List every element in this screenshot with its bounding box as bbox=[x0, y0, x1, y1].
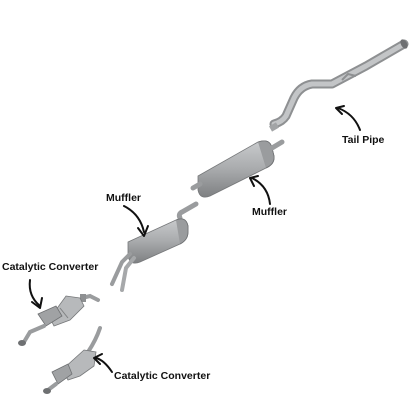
y-pipe-connector bbox=[80, 294, 98, 302]
catalytic-converter-left-part bbox=[18, 296, 84, 346]
muffler-front-part bbox=[112, 204, 196, 290]
muffler-front-label: Muffler bbox=[106, 192, 141, 204]
catalytic-converter-bottom-label: Catalytic Converter bbox=[114, 370, 210, 382]
catalytic-converter-bottom-part bbox=[43, 328, 100, 394]
catalytic-converter-bottom-arrow bbox=[94, 354, 112, 372]
catalytic-converter-left-label: Catalytic Converter bbox=[2, 261, 98, 273]
muffler-rear-arrow bbox=[250, 176, 270, 204]
catalytic-converter-left-arrow bbox=[30, 280, 42, 308]
tail-pipe-arrow bbox=[336, 106, 360, 130]
tail-pipe-label: Tail Pipe bbox=[342, 134, 384, 146]
muffler-rear-label: Muffler bbox=[252, 206, 287, 218]
muffler-front-arrow bbox=[124, 206, 148, 236]
tail-pipe-part bbox=[269, 38, 409, 131]
muffler-rear-part bbox=[193, 141, 282, 197]
